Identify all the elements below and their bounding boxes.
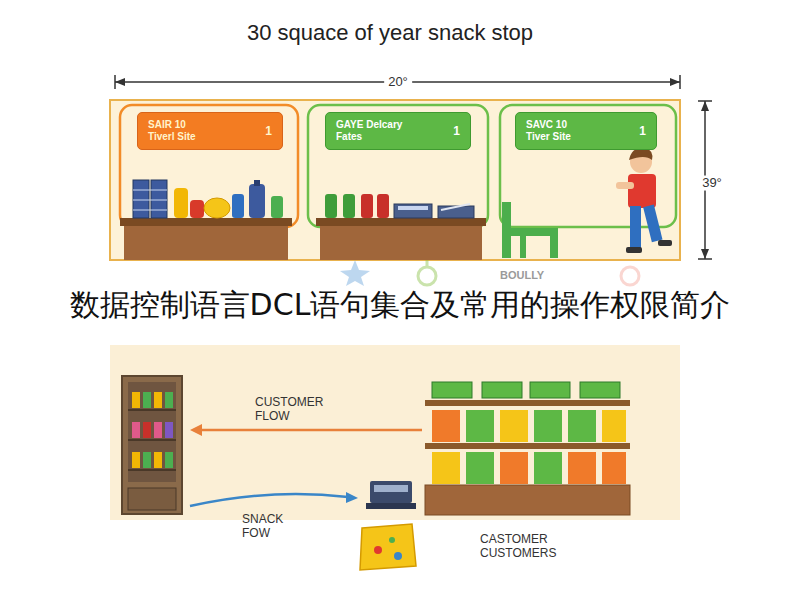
cash-register — [366, 481, 416, 509]
flow-label: CUSTOMER FLOW — [255, 396, 323, 424]
flow-arrows — [190, 424, 422, 506]
shelves — [425, 382, 630, 515]
section-outline — [308, 105, 488, 227]
sign-text: SAIR 10 Tiverl Site — [148, 119, 208, 143]
flow-label: SNACK FOW — [242, 513, 283, 541]
diagram-title: 30 squace of year snack stop — [0, 20, 780, 46]
products — [133, 180, 474, 218]
area-label: CASTOMER CUSTOMERS — [480, 533, 556, 561]
bottom-panel — [110, 345, 680, 520]
cabinet — [122, 376, 182, 514]
top-panel — [110, 100, 680, 260]
chair — [502, 202, 558, 258]
dimension-label: 20° — [384, 75, 412, 90]
sign-number: 1 — [265, 124, 272, 138]
faint-decor — [340, 260, 639, 286]
counters — [120, 218, 486, 260]
watermark-text: BOULLY — [500, 269, 544, 282]
dimension-label: 39° — [698, 176, 726, 191]
sign-number: 1 — [453, 124, 460, 138]
sign-box: SAVC 10 Tiver Site 1 — [515, 112, 657, 150]
snack-bag — [360, 524, 416, 570]
sign-text: SAVC 10 Tiver Site — [526, 119, 586, 143]
sign-box: SAIR 10 Tiverl Site 1 — [137, 112, 283, 150]
person — [616, 148, 672, 253]
sign-text: GAYE Delcary Fates — [336, 119, 406, 143]
sign-box: GAYE Delcary Fates 1 — [325, 112, 471, 150]
caption-heading: 数据控制语言DCL语句集合及常用的操作权限简介 — [70, 285, 731, 326]
section-outline — [120, 105, 298, 227]
sign-number: 1 — [639, 124, 646, 138]
